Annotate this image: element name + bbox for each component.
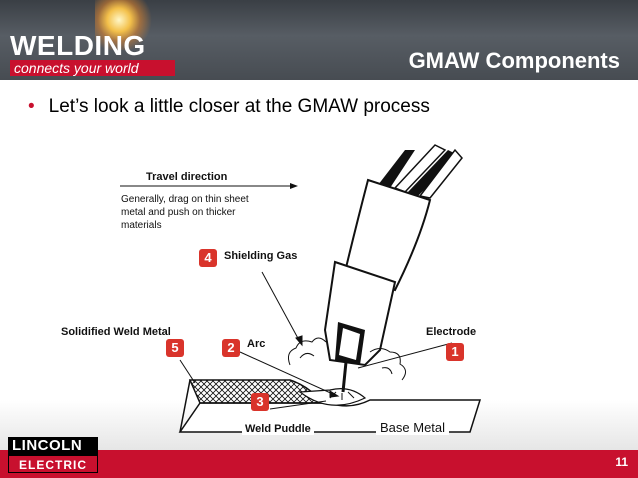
header-banner: WELDING connects your world GMAW Compone…: [0, 0, 638, 80]
badge-3: 3: [251, 393, 269, 411]
weld-puddle-label: Weld Puddle: [242, 423, 314, 435]
base-metal-label: Base Metal: [376, 420, 450, 435]
electrode-label: Electrode: [426, 326, 477, 338]
cable-bundle: [378, 144, 463, 199]
leader-lines: [179, 271, 453, 410]
logo-tagline: connects your world: [10, 60, 175, 76]
slide-title: GMAW Components: [408, 48, 620, 73]
welding-logo: WELDING: [10, 30, 146, 61]
badge-1: 1: [446, 343, 464, 361]
torch-body: [343, 178, 432, 292]
solidified-weld-metal-label: Solidified Weld Metal: [61, 326, 171, 338]
arc-label: Arc: [247, 338, 266, 350]
electrode-wire: [341, 361, 348, 393]
travel-direction-arrow: [120, 183, 298, 189]
bullet-point: •Let’s look a little closer at the GMAW …: [28, 96, 430, 117]
travel-direction-note: Generally, drag on thin sheet metal and …: [121, 194, 249, 231]
lincoln-logo-bottom: ELECTRIC: [8, 455, 98, 473]
travel-direction-label: Travel direction: [146, 171, 228, 183]
badge-5: 5: [166, 339, 184, 357]
footer-bar: [0, 450, 638, 478]
badge-4: 4: [199, 249, 217, 267]
lincoln-logo-top: LINCOLN: [8, 437, 98, 455]
bullet-icon: •: [28, 96, 35, 117]
welding-spark-graphic: [95, 0, 155, 50]
page-number: 11: [615, 455, 628, 469]
shielding-gas-label: Shielding Gas: [224, 250, 298, 262]
badge-2: 2: [222, 339, 240, 357]
lincoln-electric-logo: LINCOLN ELECTRIC: [8, 437, 98, 473]
